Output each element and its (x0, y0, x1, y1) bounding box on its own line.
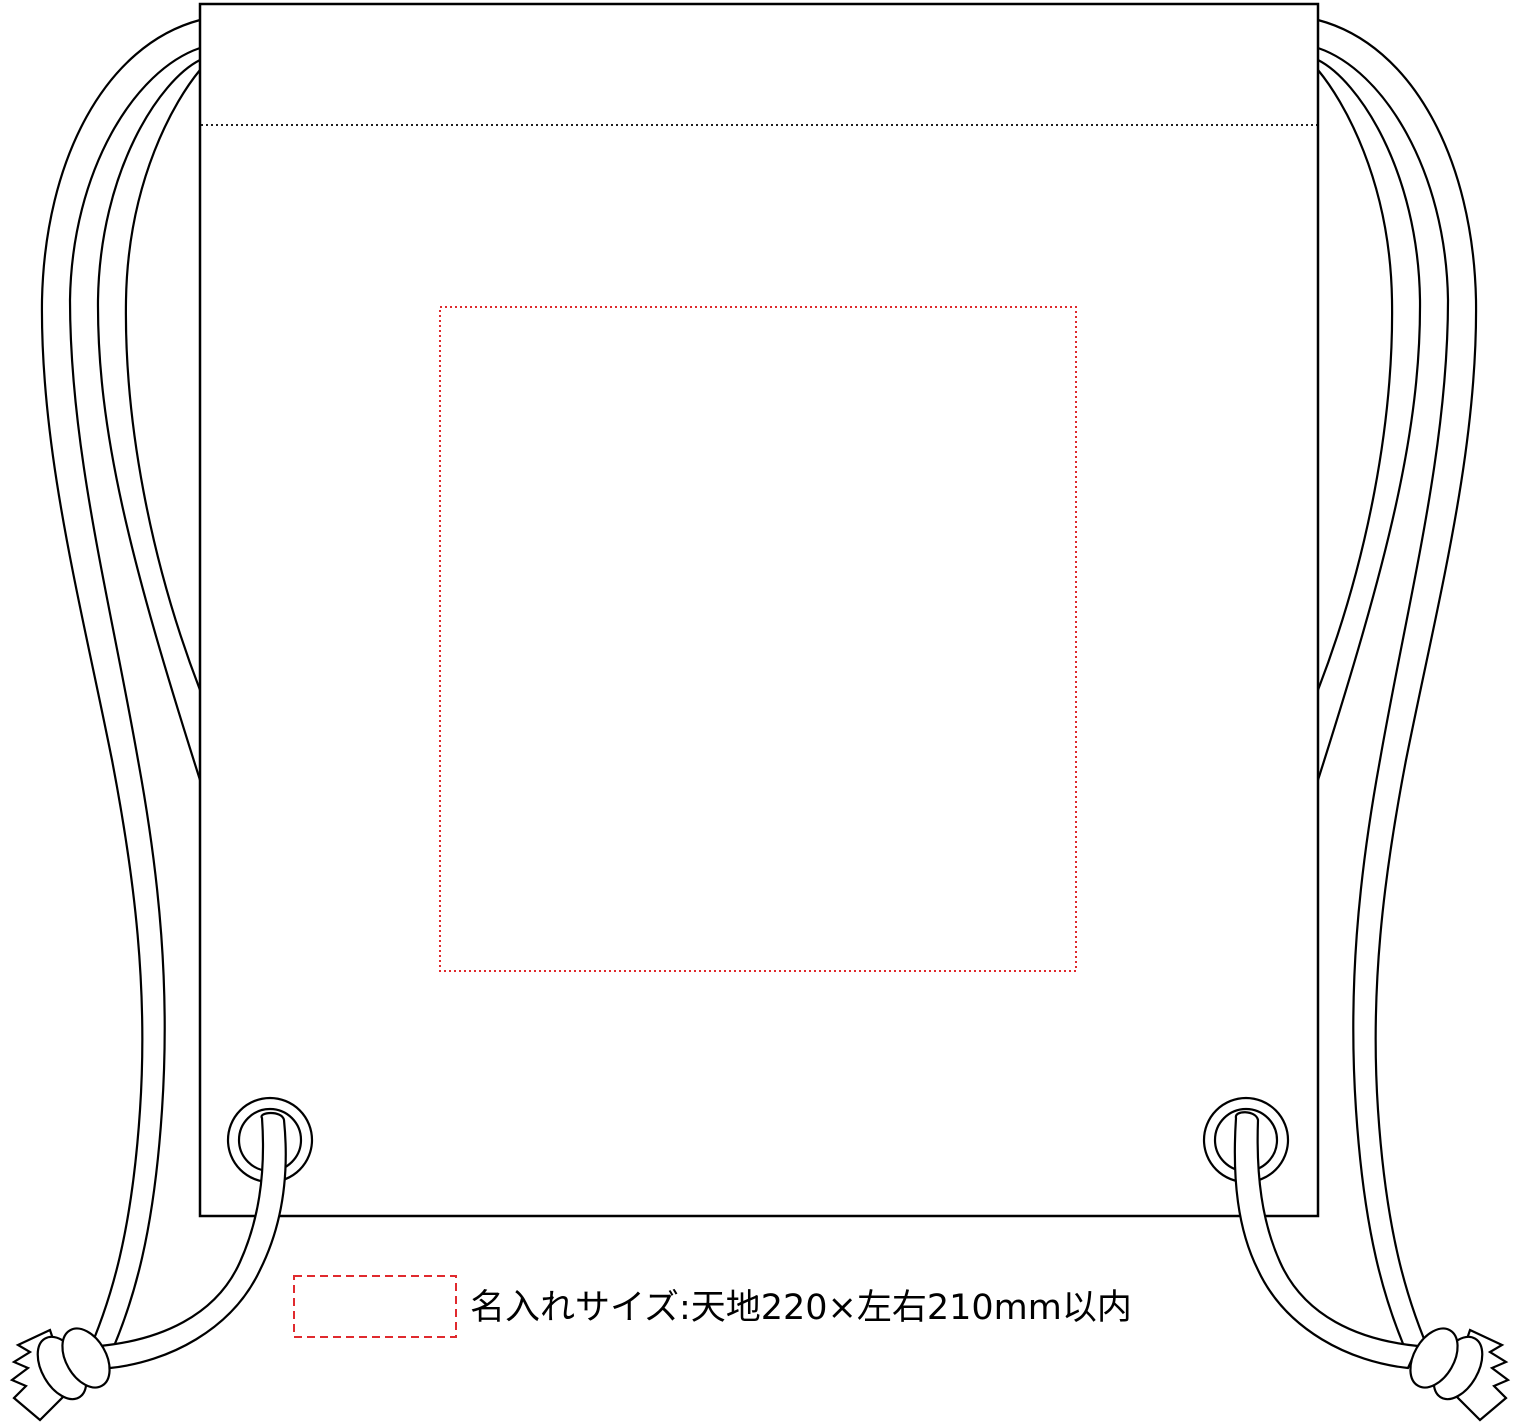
left-cord-loop (98, 1111, 287, 1370)
right-cord (1316, 18, 1478, 1361)
bag-body (198, 2, 1320, 1218)
right-knot (1409, 1327, 1511, 1422)
left-knot (9, 1327, 111, 1422)
left-cord (40, 18, 202, 1361)
print-area-legend-swatch (293, 1275, 457, 1338)
right-cord-loop (1233, 1111, 1420, 1370)
print-size-caption: 名入れサイズ:天地220×左右210mm以内 (470, 1288, 1132, 1328)
